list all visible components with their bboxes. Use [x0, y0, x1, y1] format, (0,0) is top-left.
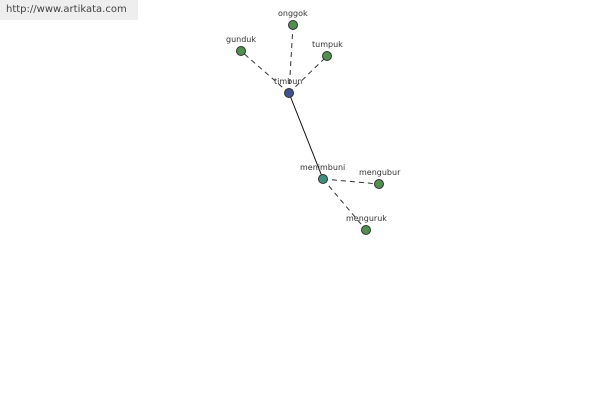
- node-dot-onggok[interactable]: [288, 20, 298, 30]
- edge-timbun-gunduk: [240, 50, 290, 94]
- node-menimbuni[interactable]: menimbuni: [300, 163, 345, 184]
- node-gunduk[interactable]: gunduk: [226, 35, 256, 56]
- node-label-menguruk[interactable]: menguruk: [346, 214, 387, 223]
- node-label-tumpuk[interactable]: tumpuk: [312, 40, 343, 49]
- node-dot-menguruk[interactable]: [361, 225, 371, 235]
- node-tumpuk[interactable]: tumpuk: [312, 40, 343, 61]
- node-onggok[interactable]: onggok: [278, 9, 308, 30]
- edge-menimbuni-menguruk: [322, 178, 367, 231]
- node-dot-gunduk[interactable]: [236, 46, 246, 56]
- source-url-text[interactable]: http://www.artikata.com: [0, 0, 138, 20]
- node-dot-timbun[interactable]: [284, 88, 294, 98]
- node-label-gunduk[interactable]: gunduk: [226, 35, 256, 44]
- node-label-menimbuni[interactable]: menimbuni: [300, 163, 345, 172]
- node-dot-tumpuk[interactable]: [322, 51, 332, 61]
- node-label-mengubur[interactable]: mengubur: [359, 168, 401, 177]
- edge-timbun-tumpuk: [288, 55, 328, 94]
- node-menguruk[interactable]: menguruk: [346, 214, 387, 235]
- node-timbun[interactable]: timbun: [274, 77, 302, 98]
- edge-timbun-onggok: [288, 24, 294, 94]
- edge-timbun-menimbuni: [288, 92, 324, 180]
- node-label-timbun[interactable]: timbun: [274, 77, 302, 86]
- edge-menimbuni-mengubur: [322, 178, 380, 185]
- node-mengubur[interactable]: mengubur: [359, 168, 401, 189]
- node-label-onggok[interactable]: onggok: [278, 9, 308, 18]
- node-dot-menimbuni[interactable]: [318, 174, 328, 184]
- node-dot-mengubur[interactable]: [374, 179, 384, 189]
- nodes-layer: timbun onggok gunduk tumpuk menimbuni mengubu…: [226, 9, 401, 235]
- edges-layer: [240, 24, 380, 231]
